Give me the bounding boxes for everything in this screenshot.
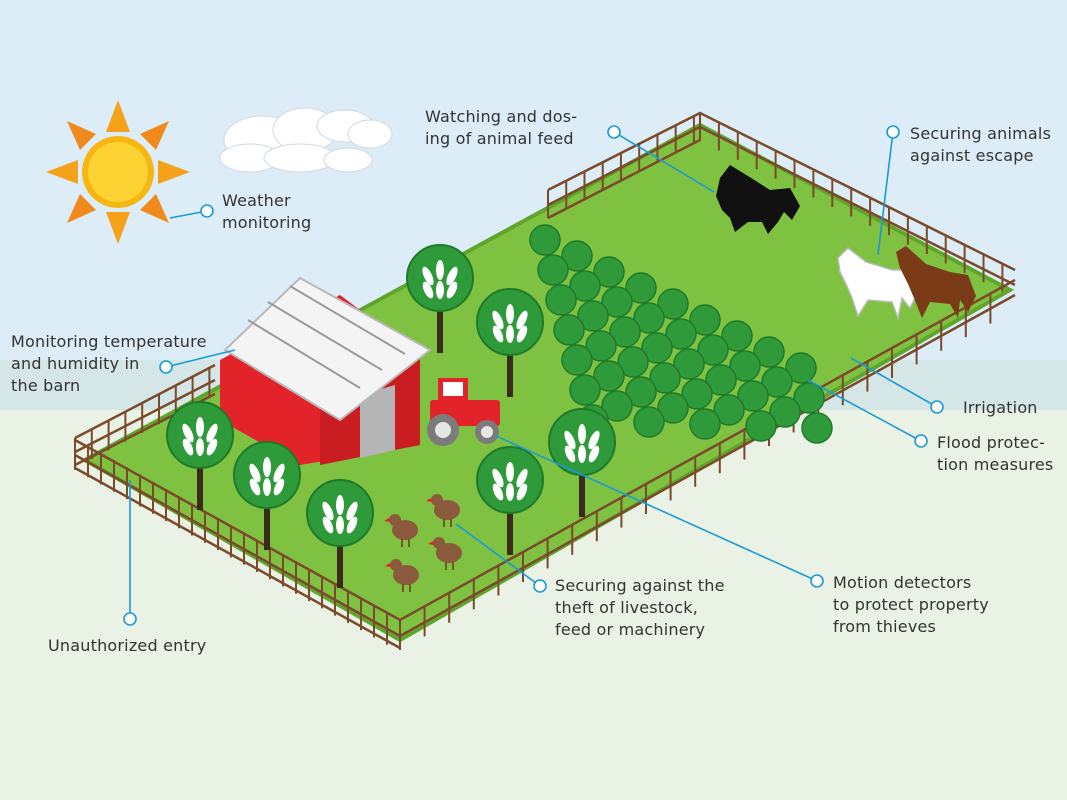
weather-monitoring-label: Weather monitoring (222, 191, 312, 232)
crop (569, 374, 601, 406)
animal-escape-label: Securing animals against escape (910, 124, 1052, 165)
crop (641, 332, 673, 364)
chicken (428, 537, 462, 570)
crop (577, 300, 609, 332)
tree-icon (166, 244, 616, 588)
sun-icon (46, 100, 190, 244)
crop (801, 412, 833, 444)
crop (601, 286, 633, 318)
crop (793, 382, 825, 414)
irrigation-label: Irrigation (963, 398, 1038, 417)
tree (166, 401, 234, 510)
crop (705, 364, 737, 396)
crop (625, 272, 657, 304)
animal-feed-label: Watching and dos- ing of animal feed (425, 107, 578, 148)
crop (601, 390, 633, 422)
tree (548, 408, 616, 517)
crop (673, 348, 705, 380)
crop (649, 362, 681, 394)
tree (406, 244, 474, 353)
crop (753, 336, 785, 368)
crop (585, 330, 617, 362)
crop (537, 254, 569, 286)
crop (529, 224, 561, 256)
crop (657, 288, 689, 320)
crop (625, 376, 657, 408)
crop (633, 302, 665, 334)
crop (681, 378, 713, 410)
crop (617, 346, 649, 378)
chicken (384, 514, 418, 547)
horse-icon (716, 165, 976, 321)
theft-protection-label: Securing against the theft of livestock,… (555, 576, 725, 639)
crop (633, 406, 665, 438)
crop (665, 318, 697, 350)
crop (553, 314, 585, 346)
tree (306, 479, 374, 588)
crop (769, 396, 801, 428)
flood-protection-label: Flood protec- tion measures (937, 433, 1054, 474)
crop (721, 320, 753, 352)
crop (713, 394, 745, 426)
crop (729, 350, 761, 382)
chicken (385, 559, 419, 592)
tree (476, 446, 544, 555)
crop (561, 344, 593, 376)
motion-detectors-label: Motion detectors to protect property fro… (833, 573, 989, 636)
chicken-icon (384, 494, 462, 592)
crop (737, 380, 769, 412)
callout-lines (123, 125, 944, 626)
crop (657, 392, 689, 424)
crop (569, 270, 601, 302)
crop (545, 284, 577, 316)
cloud-icon (219, 107, 393, 173)
tractor-icon (427, 378, 500, 446)
crop (689, 408, 721, 440)
crop (689, 304, 721, 336)
tree (233, 441, 301, 550)
fence-posts (74, 113, 1004, 650)
crop (593, 256, 625, 288)
unauthorized-entry-label: Unauthorized entry (48, 636, 207, 655)
crop (697, 334, 729, 366)
crop (593, 360, 625, 392)
crop (609, 316, 641, 348)
barn-climate-label: Monitoring temperature and humidity in t… (11, 332, 207, 395)
crop (785, 352, 817, 384)
barn-icon (220, 276, 432, 465)
crop (745, 410, 777, 442)
crop-icon (529, 224, 833, 444)
tree (476, 288, 544, 397)
crop (561, 240, 593, 272)
chicken (426, 494, 460, 527)
crop (761, 366, 793, 398)
